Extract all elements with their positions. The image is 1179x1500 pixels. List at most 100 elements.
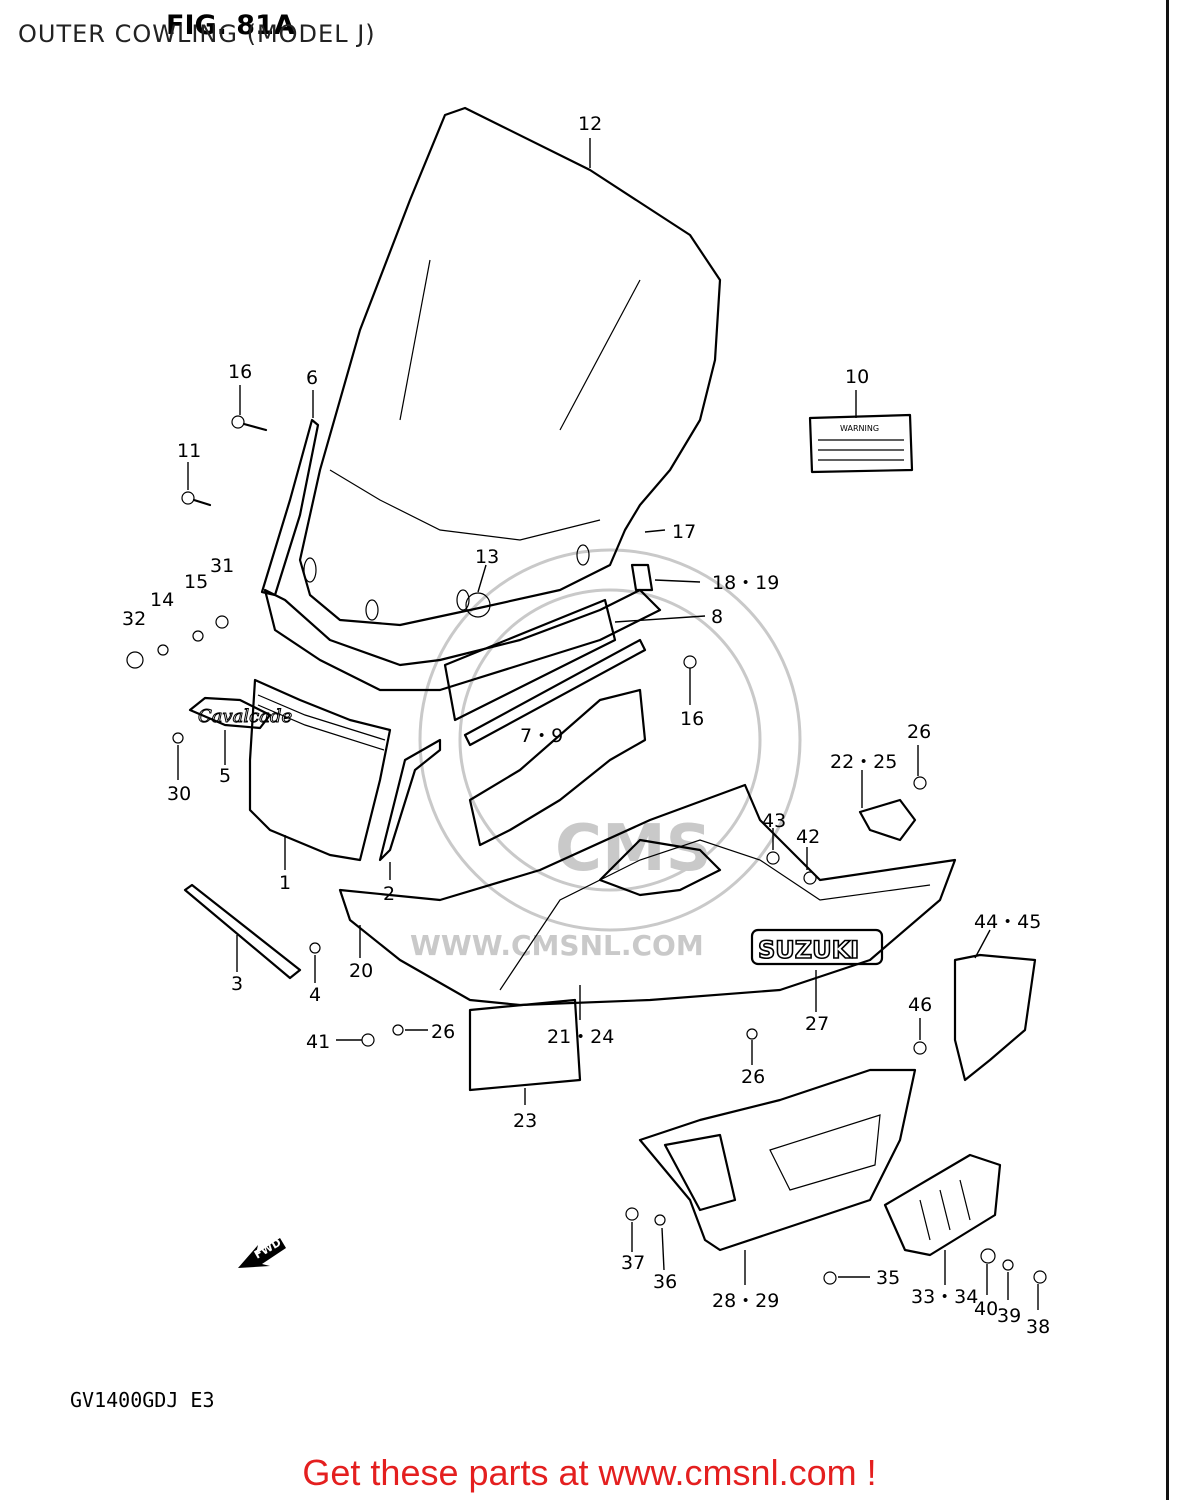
bolt-icon — [654, 1214, 666, 1226]
windscreen-slot — [456, 589, 470, 611]
washer-icon — [625, 1207, 639, 1221]
figure-title: FIG. 81A — [166, 10, 295, 41]
warning-label-text: WARNING — [840, 424, 879, 433]
knee-panel — [638, 1068, 917, 1252]
callout-26c: 26 — [741, 1066, 765, 1088]
knee-panel-pocket — [769, 1114, 881, 1191]
grille-slat — [939, 1189, 951, 1231]
bolt-shank — [242, 422, 268, 432]
left-cowling-rib — [257, 694, 386, 741]
bolt-icon — [746, 1028, 758, 1040]
washer-icon — [1002, 1259, 1014, 1271]
callout-16: 16 — [228, 361, 252, 383]
page-edge-rule — [1166, 0, 1169, 1500]
protective-sheet — [468, 998, 582, 1092]
leader-line — [477, 564, 487, 593]
bolt-icon — [913, 1041, 927, 1055]
lower-cowling-vent — [598, 838, 722, 897]
callouts: 12 16 6 10 11 31 15 14 32 13 17 18・19 8 … — [122, 113, 1050, 1338]
forward-arrow-icon: FWD — [238, 1236, 286, 1268]
callout-32: 32 — [122, 608, 146, 630]
windscreen-highlight-2 — [559, 279, 641, 431]
windscreen-outline — [298, 106, 722, 627]
windscreen-slot — [576, 544, 590, 566]
suzuki-emblem-frame — [750, 928, 884, 966]
lower-strip — [463, 638, 647, 747]
watermark-brand: CMS — [555, 812, 712, 886]
grommet-icon — [465, 592, 491, 618]
callout-6: 6 — [306, 367, 318, 389]
leader-line — [661, 1227, 665, 1271]
bolt-icon — [683, 655, 697, 669]
callout-43: 43 — [762, 810, 786, 832]
callout-5: 5 — [219, 765, 231, 787]
fasteners — [126, 415, 1047, 1285]
callout-26a: 26 — [907, 721, 931, 743]
side-vent-panel — [953, 953, 1037, 1082]
left-cowling-panel — [248, 678, 392, 862]
cmsnl-parts-link[interactable]: Get these parts at www.cmsnl.com ! — [302, 1452, 877, 1493]
callout-14: 14 — [150, 589, 174, 611]
leader-line — [974, 929, 991, 959]
washer-icon — [192, 630, 204, 642]
callout-12: 12 — [578, 113, 602, 135]
inner-bracket — [468, 688, 647, 847]
bolt-icon — [913, 776, 927, 790]
callout-33-34: 33・34 — [911, 1286, 978, 1308]
callout-4: 4 — [309, 984, 321, 1006]
callout-1: 1 — [279, 872, 291, 894]
windscreen-highlight — [399, 259, 431, 421]
diagram-subtitle: OUTER COWLING (MODEL J) — [18, 20, 376, 48]
callout-16b: 16 — [680, 708, 704, 730]
callout-41: 41 — [306, 1031, 330, 1053]
trim-strip — [260, 418, 320, 597]
callout-10: 10 — [845, 366, 869, 388]
knee-panel-grille — [663, 1133, 737, 1212]
callout-3: 3 — [231, 973, 243, 995]
callout-38: 38 — [1026, 1316, 1050, 1338]
warning-label: WARNING — [808, 413, 914, 474]
forward-arrow-shape — [238, 1238, 286, 1268]
leader-line — [644, 529, 666, 533]
callout-21-24: 21・24 — [547, 1026, 614, 1048]
outer-cowling-top — [263, 588, 662, 692]
watermark-url: WWW.CMSNL.COM — [410, 929, 704, 962]
bolt-icon — [181, 491, 195, 505]
windscreen-slot — [365, 599, 379, 621]
windscreen — [298, 106, 722, 627]
callout-26b: 26 — [431, 1021, 455, 1043]
callout-23: 23 — [513, 1110, 537, 1132]
meter-panel — [443, 598, 617, 722]
vertical-trim — [378, 738, 442, 862]
bolt-icon — [231, 415, 245, 429]
callout-28-29: 28・29 — [712, 1290, 779, 1312]
callout-8: 8 — [711, 606, 723, 628]
bolt-shank — [192, 498, 212, 507]
callout-20: 20 — [349, 960, 373, 982]
bolt-icon — [392, 1024, 404, 1036]
callout-37: 37 — [621, 1252, 645, 1274]
clip-icon — [215, 615, 229, 629]
callout-11: 11 — [177, 440, 201, 462]
leader-line — [654, 579, 701, 583]
support-strut — [183, 883, 302, 980]
bolt-icon — [157, 644, 169, 656]
cavalcade-badge: Cavalcade — [188, 696, 293, 730]
watermark-ring — [418, 548, 802, 932]
front-grille — [883, 1153, 1002, 1257]
lower-cowling-crease — [499, 839, 931, 991]
grille-slat — [959, 1179, 971, 1221]
callout-44-45: 44・45 — [974, 911, 1041, 933]
callout-35: 35 — [876, 1267, 900, 1289]
grommet-icon — [766, 851, 780, 865]
callout-42: 42 — [796, 826, 820, 848]
leader-lines — [177, 138, 1039, 1310]
leader-line — [614, 615, 706, 623]
knee-panel-outline — [638, 1068, 917, 1252]
lower-cowling: SUZUKI — [338, 783, 957, 1007]
callout-18-19: 18・19 — [712, 572, 779, 594]
left-cowling-rib — [257, 704, 385, 751]
bolt-icon — [803, 871, 817, 885]
cavalcade-badge-outline — [188, 696, 272, 730]
cavalcade-script: Cavalcade — [198, 706, 292, 727]
